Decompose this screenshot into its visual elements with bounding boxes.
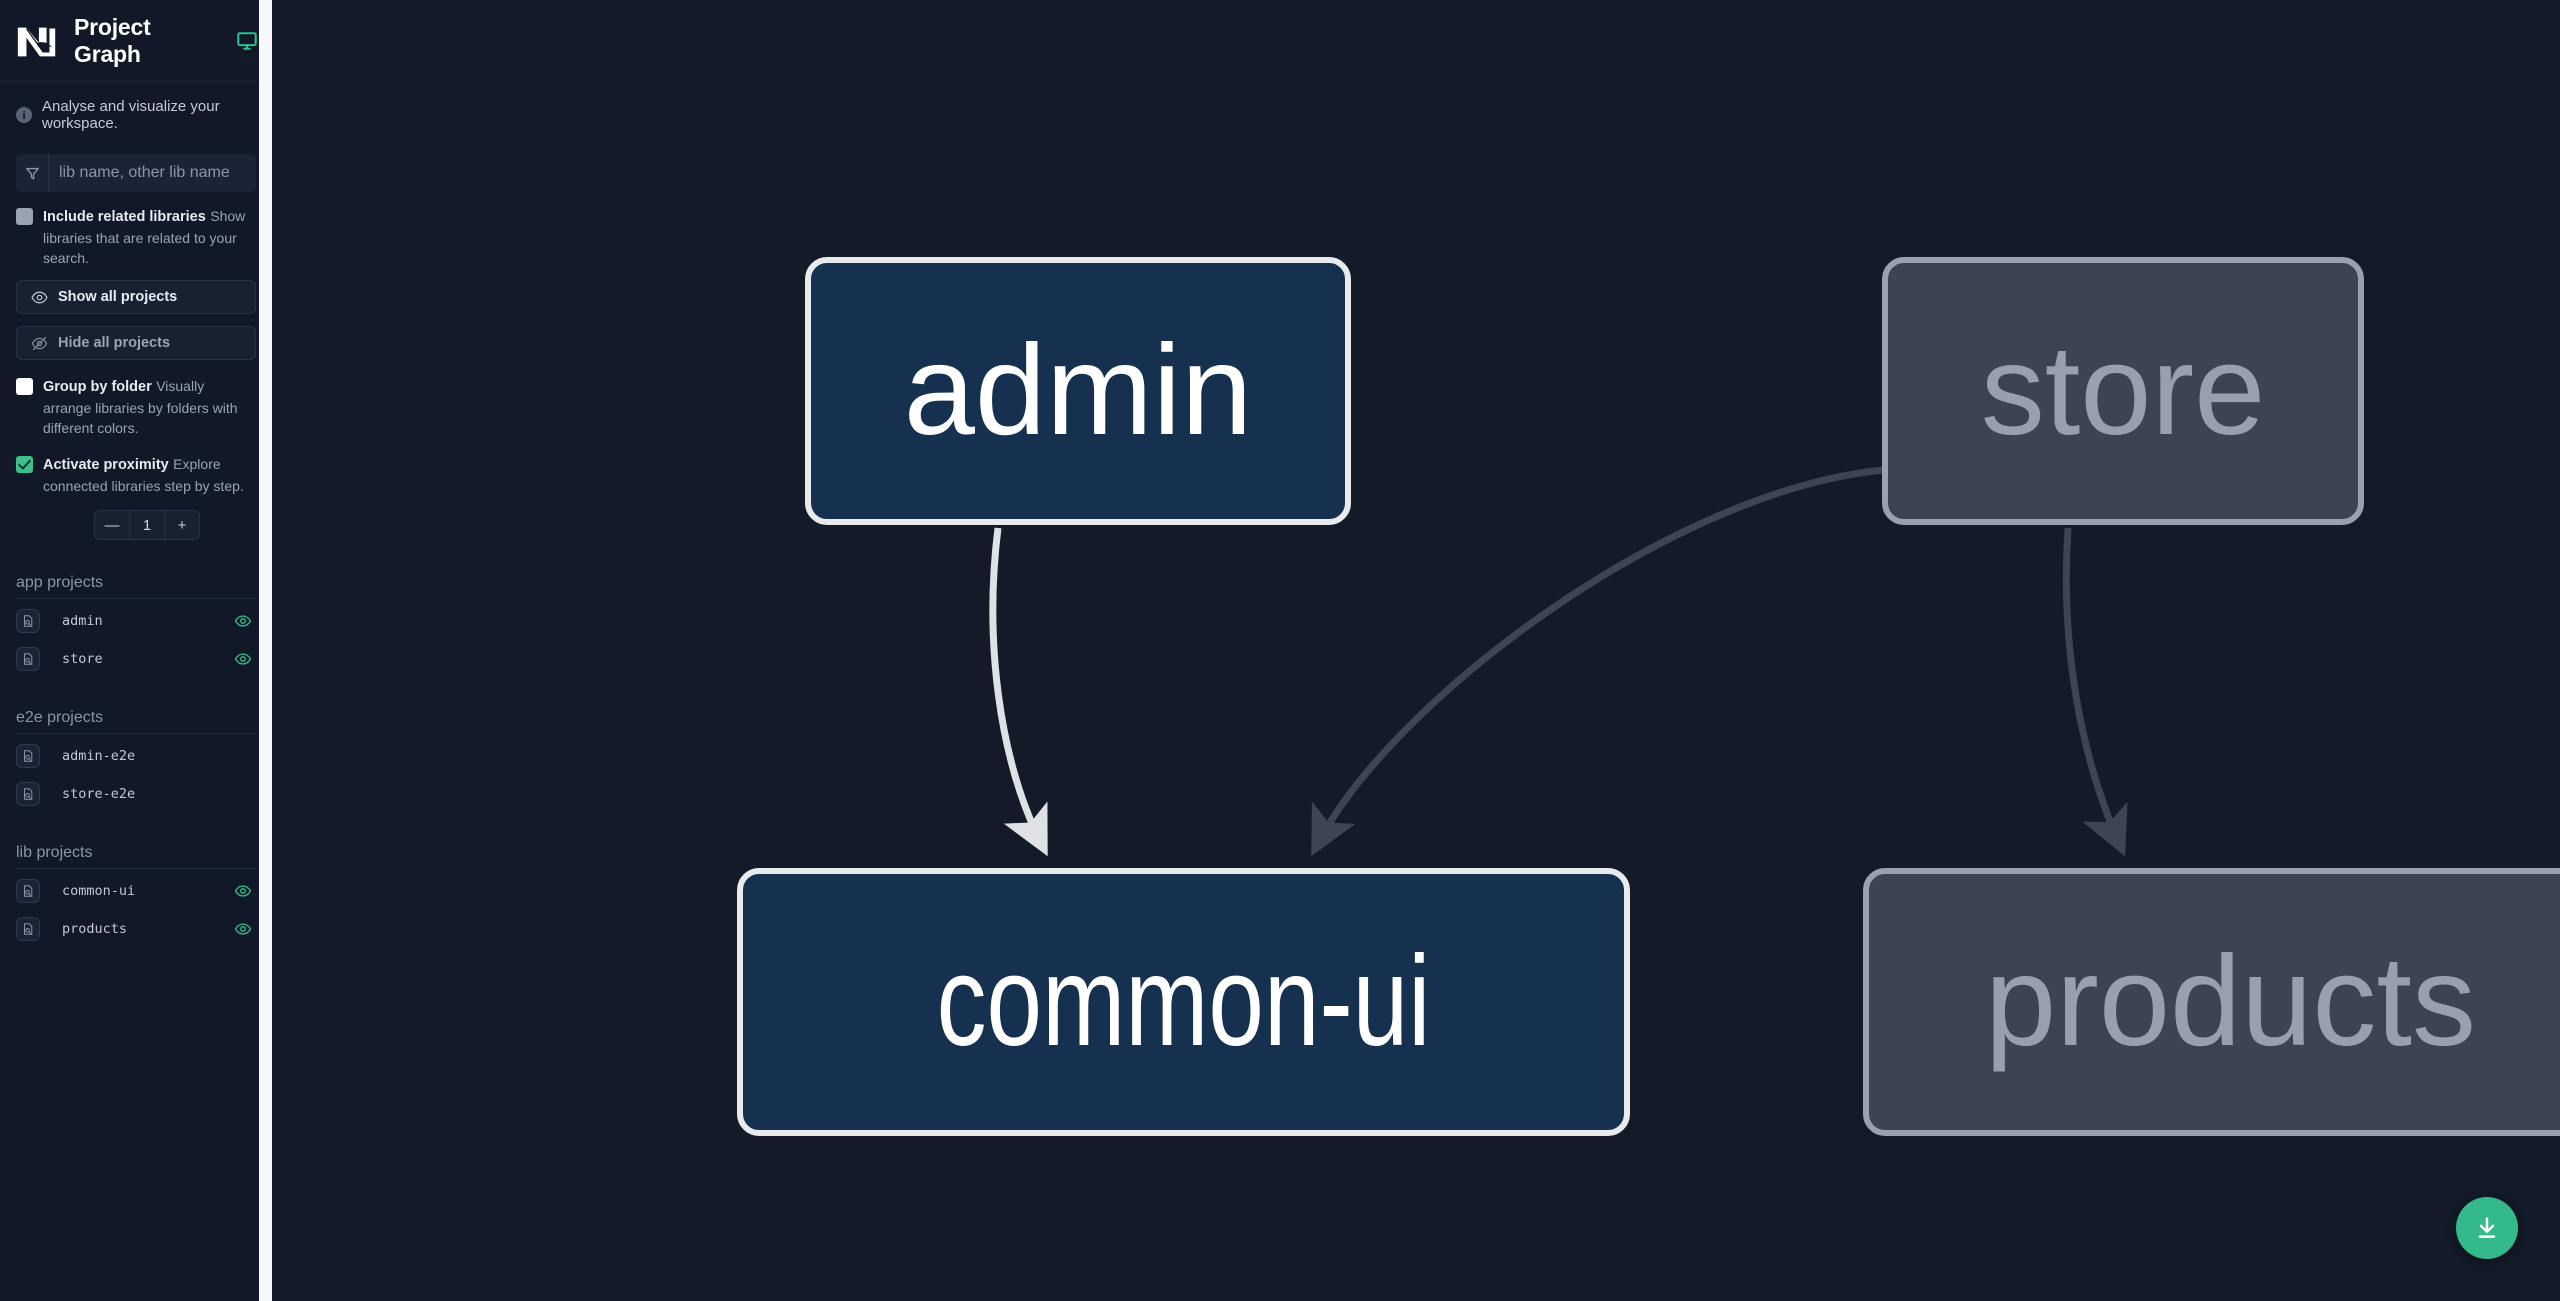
eye-icon[interactable] (234, 612, 252, 630)
group-label-app-projects: app projects (16, 574, 256, 600)
edge-admin-to-common-ui (989, 527, 1048, 857)
sidebar-scrollbar[interactable] (259, 0, 272, 1301)
proximity-decrement-button[interactable]: — (104, 516, 120, 534)
include-related-label: Include related libraries (43, 209, 206, 225)
project-name: admin-e2e (62, 748, 136, 765)
brand-header: Project Graph (0, 0, 272, 82)
group-label-e2e-projects: e2e projects (16, 709, 256, 735)
activate-proximity-label: Activate proximity (43, 457, 169, 474)
tagline-text: Analyse and visualize your workspace. (42, 98, 220, 132)
eye-icon[interactable] (234, 920, 252, 938)
option-group-by-folder[interactable]: Group by folder Visually arrange librari… (0, 360, 272, 438)
filter-funnel-icon (16, 154, 48, 192)
project-badge-icon (16, 609, 40, 634)
info-icon: i (16, 107, 32, 123)
include-related-checkbox[interactable] (16, 208, 33, 225)
list-item-admin[interactable]: admin (16, 605, 256, 637)
activate-proximity-description: Explore connected libraries step by step… (43, 456, 244, 494)
graph-node-label: admin (903, 319, 1253, 462)
include-related-description: Show libraries that are related to your … (43, 208, 246, 266)
project-name: store (62, 651, 103, 668)
project-badge-icon (16, 782, 40, 807)
option-include-related[interactable]: Include related libraries Show libraries… (0, 192, 272, 268)
show-all-projects-button[interactable]: Show all projects (16, 280, 256, 315)
project-name: admin (62, 613, 103, 630)
project-badge-icon (16, 647, 40, 672)
eye-icon[interactable] (234, 882, 252, 900)
option-activate-proximity[interactable]: Activate proximity Explore connected lib… (0, 438, 272, 496)
download-button[interactable] (2456, 1197, 2518, 1259)
eye-off-icon (31, 335, 48, 352)
group-by-folder-checkbox[interactable] (16, 378, 33, 396)
nx-logo-icon (14, 18, 60, 64)
project-name: common-ui (62, 883, 136, 900)
download-icon (2474, 1215, 2500, 1241)
edge-store-to-common-ui (1311, 466, 1885, 857)
group-label-lib-projects: lib projects (16, 844, 256, 870)
project-badge-icon (16, 744, 40, 769)
list-item-store[interactable]: store (16, 643, 256, 675)
search-input[interactable] (48, 154, 256, 192)
page-title: Project Graph (74, 13, 151, 67)
tagline: i Analyse and visualize your workspace. (0, 82, 272, 144)
proximity-increment-button[interactable]: + (164, 511, 199, 540)
graph-node-label: common-ui (936, 930, 1431, 1073)
show-all-projects-label: Show all projects (58, 289, 178, 306)
edge-store-to-products (2062, 527, 2128, 857)
project-name: store-e2e (62, 786, 136, 803)
project-name: products (62, 921, 128, 938)
graph-node-admin[interactable]: admin (805, 257, 1351, 525)
graph-node-common-ui[interactable]: common-ui (737, 868, 1630, 1136)
group-by-folder-description: Visually arrange libraries by folders wi… (43, 378, 238, 437)
graph-canvas[interactable]: admin store common-ui products (272, 0, 2560, 1301)
group-by-folder-label: Group by folder (43, 379, 152, 396)
project-badge-icon (16, 879, 40, 904)
list-item-admin-e2e[interactable]: admin-e2e (16, 740, 256, 772)
graph-node-store[interactable]: store (1882, 257, 2364, 525)
graph-edges (989, 466, 2128, 857)
graph-node-label: products (1985, 930, 2476, 1073)
proximity-stepper[interactable]: — 1 + (94, 510, 200, 541)
graph-node-products[interactable]: products (1863, 868, 2560, 1136)
list-item-store-e2e[interactable]: store-e2e (16, 778, 256, 810)
graph-node-label: store (1980, 319, 2266, 462)
eye-icon (31, 289, 48, 306)
proximity-value: 1 (129, 511, 164, 540)
hide-all-projects-button[interactable]: Hide all projects (16, 326, 256, 361)
eye-icon[interactable] (234, 650, 252, 668)
search-box[interactable] (16, 154, 256, 192)
project-badge-icon (16, 917, 40, 942)
hide-all-projects-label: Hide all projects (58, 335, 171, 352)
list-item-products[interactable]: products (16, 913, 256, 945)
monitor-icon[interactable] (236, 30, 258, 52)
list-item-common-ui[interactable]: common-ui (16, 875, 256, 907)
sidebar: Project Graph i Analyse and visualize yo… (0, 0, 272, 1301)
activate-proximity-checkbox[interactable] (16, 456, 33, 474)
